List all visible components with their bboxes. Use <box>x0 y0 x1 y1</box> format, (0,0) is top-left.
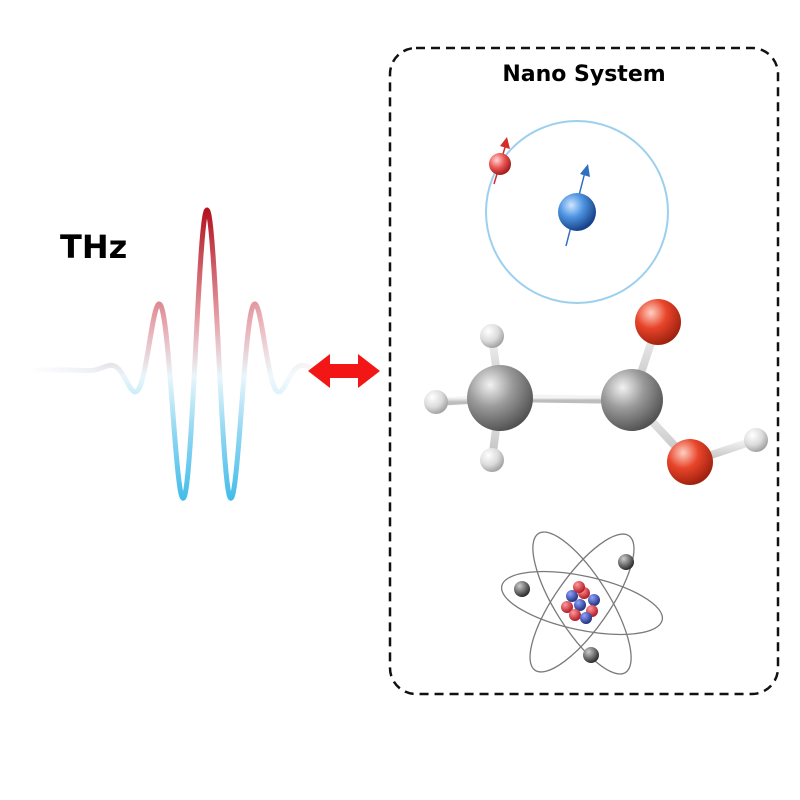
atom-icon <box>500 531 664 675</box>
nucleus <box>561 581 600 624</box>
molecule-icon <box>424 299 768 485</box>
nano-system-title: Nano System <box>502 62 666 87</box>
thz-waveform <box>27 207 315 501</box>
double-arrow-icon <box>308 354 380 388</box>
spin-orbit-icon <box>485 120 669 304</box>
thz-label: THz <box>60 228 128 266</box>
nano-system-frame <box>388 46 780 696</box>
